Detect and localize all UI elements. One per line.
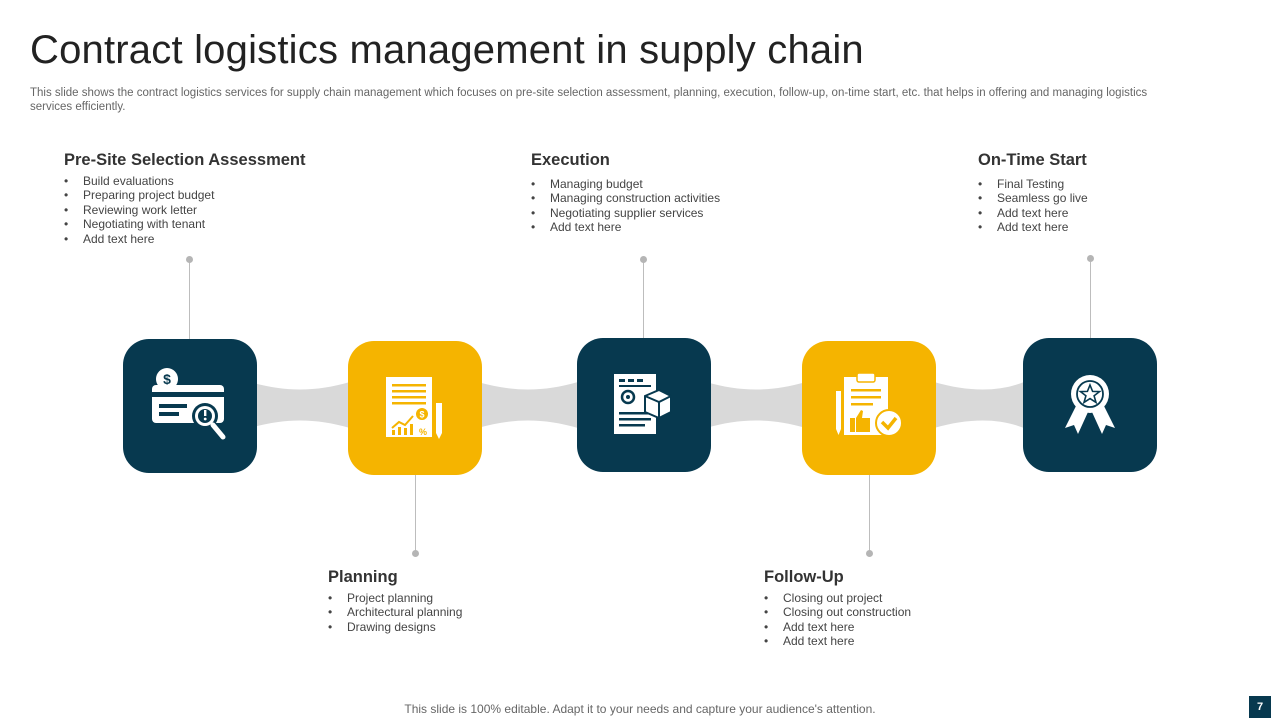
footer-note: This slide is 100% editable. Adapt it to… — [404, 702, 876, 716]
step-tile-follow-up — [802, 341, 936, 475]
step-items: Final Testing Seamless go live Add text … — [978, 177, 1088, 235]
step-items: Managing budget Managing construction ac… — [531, 177, 720, 235]
step-heading: Execution — [531, 151, 610, 169]
leader-dot-3 — [640, 256, 647, 263]
svg-text:$: $ — [163, 371, 171, 387]
step-heading: Pre-Site Selection Assessment — [64, 151, 306, 169]
step-item: Preparing project budget — [64, 188, 306, 203]
step-items: Project planning Architectural planning … — [328, 591, 462, 635]
step-item: Add text here — [764, 634, 911, 649]
step-item: Managing construction activities — [531, 191, 720, 206]
leader-dot-1 — [186, 256, 193, 263]
step-heading: On-Time Start — [978, 151, 1087, 169]
slide-title: Contract logistics management in supply … — [30, 28, 864, 72]
step-item: Add text here — [764, 620, 911, 635]
page-number: 7 — [1249, 696, 1271, 718]
step-items: Build evaluations Preparing project budg… — [64, 174, 306, 246]
step-item: Drawing designs — [328, 620, 462, 635]
step-item: Project planning — [328, 591, 462, 606]
step-item: Closing out construction — [764, 605, 911, 620]
payment-search-icon: $ — [152, 368, 226, 440]
leader-line-2 — [415, 474, 416, 553]
slide-subtitle: This slide shows the contract logistics … — [30, 87, 1148, 113]
step-item: Final Testing — [978, 177, 1088, 192]
step-item: Build evaluations — [64, 174, 306, 189]
approval-clipboard-icon — [836, 372, 903, 437]
svg-text:%: % — [419, 427, 427, 437]
step-block-follow-up: Follow-Up Closing out project Closing ou… — [764, 568, 911, 649]
step-tile-execution — [577, 338, 711, 472]
step-tile-on-time-start — [1023, 338, 1157, 472]
step-block-pre-site: Pre-Site Selection Assessment Build eval… — [64, 151, 306, 246]
svg-text:$: $ — [419, 410, 424, 420]
leader-dot-4 — [866, 550, 873, 557]
financial-report-icon: $ % — [386, 377, 442, 439]
step-item: Negotiating with tenant — [64, 217, 306, 232]
leader-dot-5 — [1087, 255, 1094, 262]
leader-line-1 — [189, 262, 190, 340]
step-block-on-time-start: On-Time Start Final Testing Seamless go … — [978, 151, 1088, 235]
step-item: Negotiating supplier services — [531, 206, 720, 221]
leader-line-5 — [1090, 262, 1091, 339]
step-item: Closing out project — [764, 591, 911, 606]
step-items: Closing out project Closing out construc… — [764, 591, 911, 649]
step-tile-pre-site: $ — [123, 339, 257, 473]
step-item: Add text here — [978, 220, 1088, 235]
step-item: Reviewing work letter — [64, 203, 306, 218]
step-item: Managing budget — [531, 177, 720, 192]
step-item: Architectural planning — [328, 605, 462, 620]
leader-line-4 — [869, 474, 870, 553]
step-block-planning: Planning Project planning Architectural … — [328, 568, 462, 635]
award-badge-icon — [1065, 375, 1115, 434]
leader-line-3 — [643, 262, 644, 339]
step-item: Add text here — [978, 206, 1088, 221]
step-tile-planning: $ % — [348, 341, 482, 475]
step-item: Add text here — [531, 220, 720, 235]
step-item: Seamless go live — [978, 191, 1088, 206]
step-heading: Planning — [328, 568, 398, 586]
step-heading: Follow-Up — [764, 568, 844, 586]
step-item: Add text here — [64, 232, 306, 247]
shipping-document-icon — [614, 374, 672, 434]
leader-dot-2 — [412, 550, 419, 557]
step-block-execution: Execution Managing budget Managing const… — [531, 151, 720, 235]
